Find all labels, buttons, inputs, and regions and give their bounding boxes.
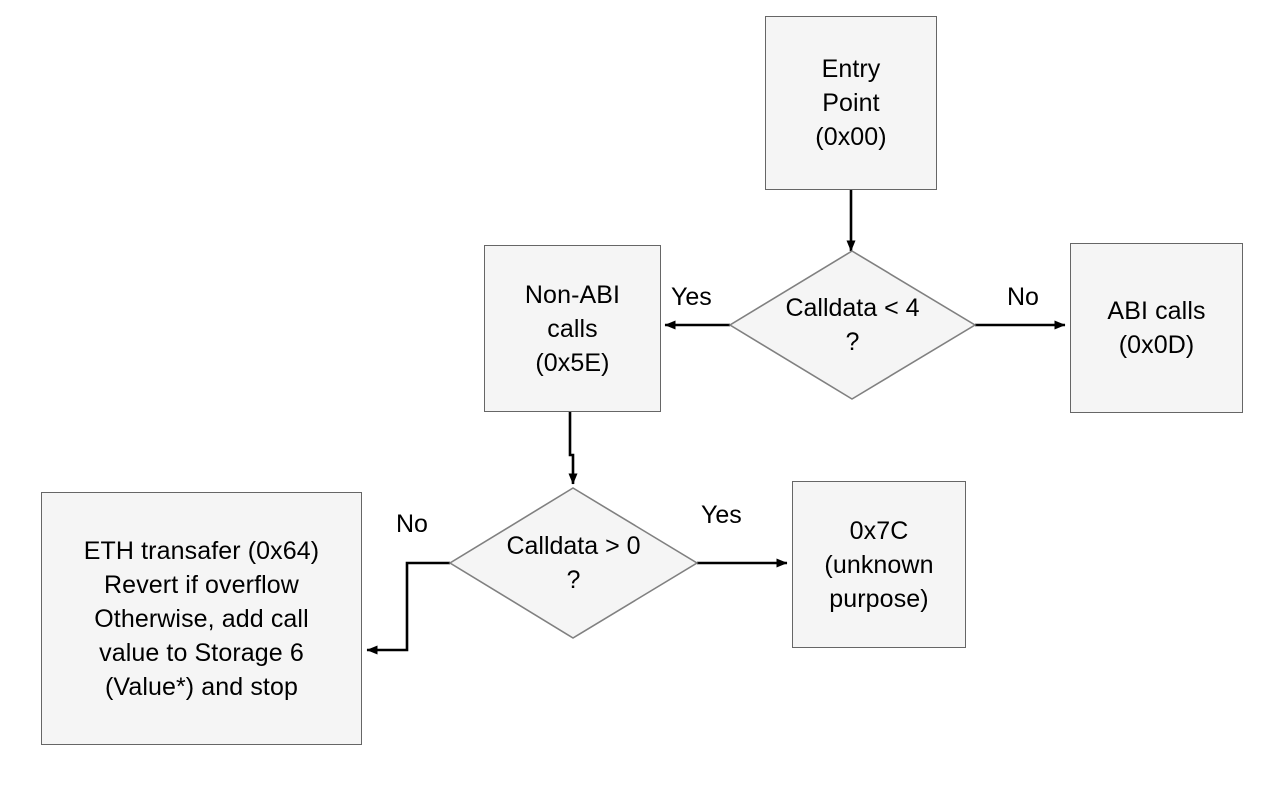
node-calldata-gt-0-shape[interactable] xyxy=(448,487,699,639)
edge-nonabi-to-calldata0 xyxy=(568,412,578,485)
edge-label-calldata4-no: No xyxy=(1007,283,1039,311)
node-calldata-gt-0-label: Calldata > 0 ? xyxy=(506,532,641,594)
node-eth-transfer[interactable]: ETH transafer (0x64) Revert if overflow … xyxy=(41,492,362,745)
node-calldata-gt-0[interactable]: Calldata > 0 ? xyxy=(450,488,697,638)
edge-calldata0-no xyxy=(366,561,450,655)
node-non-abi-calls-label: Non-ABI calls (0x5E) xyxy=(524,280,621,377)
edge-label-calldata0-yes: Yes xyxy=(701,501,742,529)
node-calldata-lt-4[interactable]: Calldata < 4 ? xyxy=(730,251,975,399)
node-entry-point-label: Entry Point (0x00) xyxy=(815,55,887,151)
node-calldata-lt-4-label: Calldata < 4 ? xyxy=(785,294,920,356)
node-unknown-7c[interactable]: 0x7C (unknown purpose) xyxy=(792,481,966,648)
edge-label-calldata4-yes: Yes xyxy=(671,283,712,311)
node-non-abi-calls[interactable]: Non-ABI calls (0x5E) xyxy=(484,245,661,412)
node-abi-calls-label: ABI calls (0x0D) xyxy=(1107,297,1206,359)
edge-label-calldata0-no: No xyxy=(396,510,428,538)
node-entry-point[interactable]: Entry Point (0x00) xyxy=(765,16,937,190)
node-eth-transfer-label: ETH transafer (0x64) Revert if overflow … xyxy=(83,536,320,701)
node-abi-calls[interactable]: ABI calls (0x0D) xyxy=(1070,243,1243,413)
node-unknown-7c-label: 0x7C (unknown purpose) xyxy=(824,516,934,613)
node-calldata-lt-4-shape[interactable] xyxy=(728,250,977,400)
